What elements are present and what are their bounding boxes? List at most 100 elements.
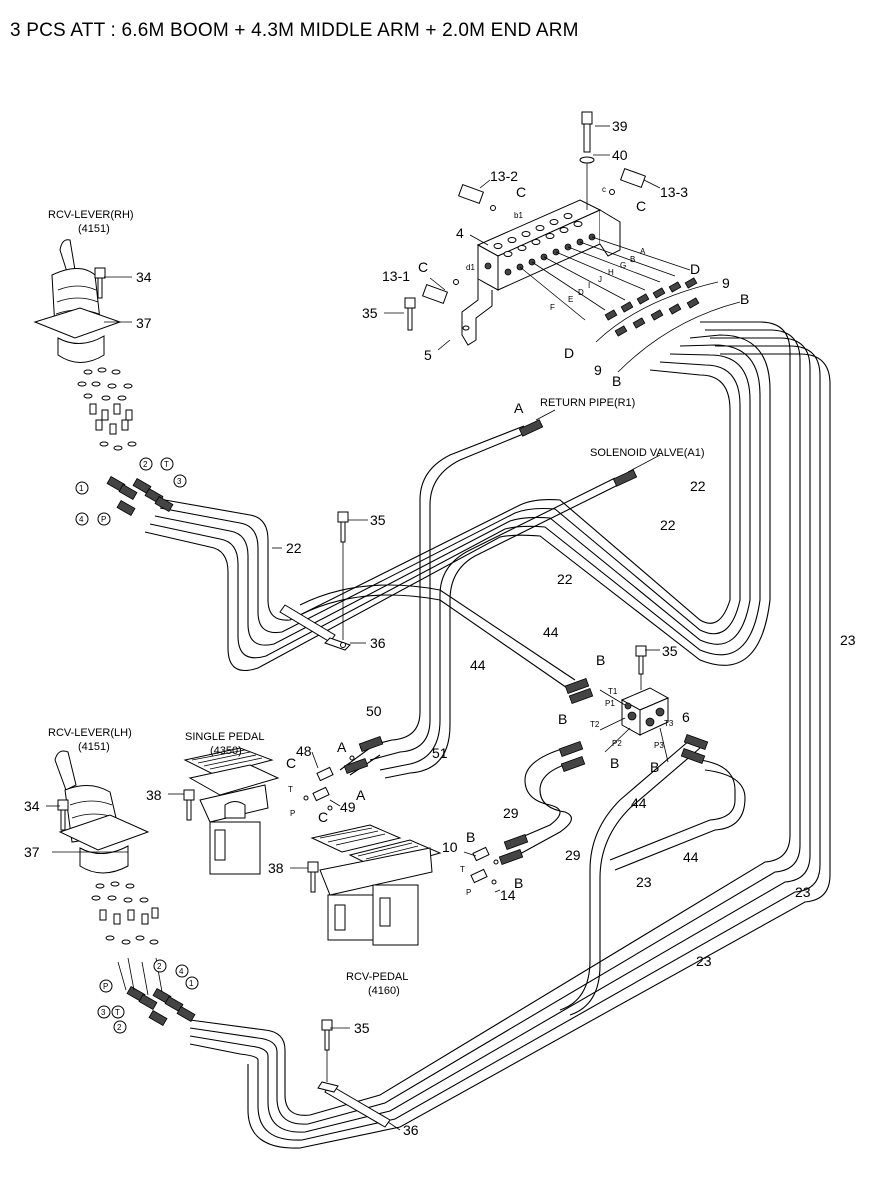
mark-T3: T3 — [664, 719, 674, 728]
rh-circle-marks: 1 2 T 3 4 P — [75, 457, 187, 526]
port-B-rcv-1: B — [466, 829, 475, 845]
mark-J: J — [598, 275, 602, 284]
callout-44-c: 44 — [631, 795, 647, 811]
callout-22-center: 22 — [660, 517, 676, 533]
rh-mark-2: 2 — [143, 460, 148, 469]
mark-P2: P2 — [612, 739, 622, 748]
port-B-valve-3: B — [610, 755, 619, 771]
single-pedal — [183, 747, 280, 875]
port-B-valve-2: B — [558, 711, 567, 727]
callout-44-b: 44 — [470, 657, 486, 673]
rh-mark-P: P — [101, 515, 106, 524]
rcv-pedal — [310, 824, 442, 946]
callout-14: 14 — [500, 887, 516, 903]
bolt-35-mid — [337, 511, 349, 640]
callout-36-upper: 36 — [370, 635, 386, 651]
mark-F: F — [550, 303, 555, 312]
rh-mark-4: 4 — [79, 515, 84, 524]
callout-50: 50 — [366, 703, 382, 719]
rcv-lh-fittings — [91, 881, 159, 945]
mark-T-single: T — [288, 785, 293, 794]
callout-13-1: 13-1 — [382, 268, 410, 284]
callout-10: 10 — [442, 839, 458, 855]
lh-mark-1: 1 — [189, 979, 194, 988]
hose-44-lower — [559, 739, 746, 1016]
bolt-35-top — [404, 297, 416, 331]
mark-P3: P3 — [654, 741, 664, 750]
port-letters: C C C D D B B A B B B B A A C C B B — [286, 184, 749, 891]
port-B-valve-1: B — [596, 652, 605, 668]
port-C-pedal-2: C — [318, 809, 328, 825]
callout-49: 49 — [340, 799, 356, 815]
bolt-35-valve — [635, 645, 647, 690]
mark-T2: T2 — [590, 720, 600, 729]
lh-mark-2-top: 2 — [157, 962, 162, 971]
valve-port-marks: T1 P1 T2 P2 T3 P3 T P T P — [288, 687, 674, 897]
caption-rcv-pedal: RCV-PEDAL — [346, 971, 408, 983]
mark-D-port: D — [578, 288, 584, 297]
port-B-valve-4: B — [650, 759, 659, 775]
callout-34-lh: 34 — [24, 798, 40, 814]
callout-35-mid: 35 — [370, 512, 386, 528]
caption-rcv-pedal-no: (4160) — [368, 985, 400, 997]
port-B-1: B — [740, 291, 749, 307]
mark-T1: T1 — [608, 687, 618, 696]
callout-23-far: 23 — [795, 884, 811, 900]
bolt-38-upper — [183, 789, 195, 821]
callout-23-mid: 23 — [636, 874, 652, 890]
callout-34-rh: 34 — [136, 269, 152, 285]
bolt-38-lower — [307, 861, 319, 893]
port-A-return: A — [514, 400, 524, 416]
clamp-36-lower — [317, 1081, 391, 1128]
rcv-lever-lh — [54, 750, 150, 874]
callout-38-upper: 38 — [146, 787, 162, 803]
callout-36-lower: 36 — [403, 1122, 419, 1138]
rh-mark-3: 3 — [177, 477, 182, 486]
callout-23-lower: 23 — [696, 953, 712, 969]
port-B-2: B — [612, 373, 621, 389]
callout-22-right: 22 — [690, 478, 706, 494]
port-A-pedal-1: A — [337, 739, 347, 755]
callout-23-right: 23 — [840, 632, 856, 648]
callout-51: 51 — [432, 745, 448, 761]
mark-P-rcv: P — [466, 888, 471, 897]
lh-circle-marks: P 2 4 1 3 T 2 — [97, 959, 199, 1034]
mark-P-single: P — [290, 809, 295, 818]
caption-rcv-rh: RCV-LEVER(RH) — [48, 209, 134, 221]
caption-single-pedal-no: (4350) — [210, 745, 242, 757]
port-C-3: C — [418, 259, 428, 275]
lh-mark-3: 3 — [101, 1008, 106, 1017]
caption-rcv-rh-no: (4151) — [78, 223, 110, 235]
callout-leaders — [46, 125, 661, 1131]
mark-T-rcv: T — [460, 865, 465, 874]
callout-22-lower: 22 — [557, 571, 573, 587]
clamp-36-upper — [279, 604, 351, 651]
valve-6 — [620, 687, 670, 736]
mark-P1: P1 — [605, 699, 615, 708]
port-B-rcv-2: B — [514, 875, 523, 891]
caption-single-pedal: SINGLE PEDAL — [185, 731, 264, 743]
port-C-1: C — [516, 184, 526, 200]
callout-48: 48 — [296, 743, 312, 759]
callout-35-manifold: 35 — [362, 305, 378, 321]
rh-mark-T: T — [164, 460, 169, 469]
port-D-1: D — [690, 261, 700, 277]
callout-44-d: 44 — [683, 849, 699, 865]
rcv-rh-fittings — [77, 367, 137, 451]
callout-37-rh: 37 — [136, 315, 152, 331]
callout-numbers: 39 40 13-2 13-3 13-1 4 5 35 35 35 35 34 … — [24, 118, 856, 1138]
valve-leaders — [535, 409, 669, 763]
port-A-pedal-2: A — [356, 787, 366, 803]
rcv-rh-hose-ends — [106, 475, 174, 517]
hose-solenoid-valve — [379, 477, 621, 779]
valve-fittings — [343, 419, 709, 866]
callout-44-a: 44 — [543, 624, 559, 640]
hose-29 — [514, 747, 572, 856]
lh-mark-2-bottom: 2 — [117, 1023, 122, 1032]
drawing-title: 3 PCS ATT : 6.6M BOOM + 4.3M MIDDLE ARM … — [10, 20, 579, 41]
mark-B: B — [630, 255, 635, 264]
callout-29-a: 29 — [503, 805, 519, 821]
fittings-10-14 — [470, 846, 499, 885]
callout-22-left: 22 — [286, 540, 302, 556]
callout-9-right: 9 — [722, 275, 730, 291]
